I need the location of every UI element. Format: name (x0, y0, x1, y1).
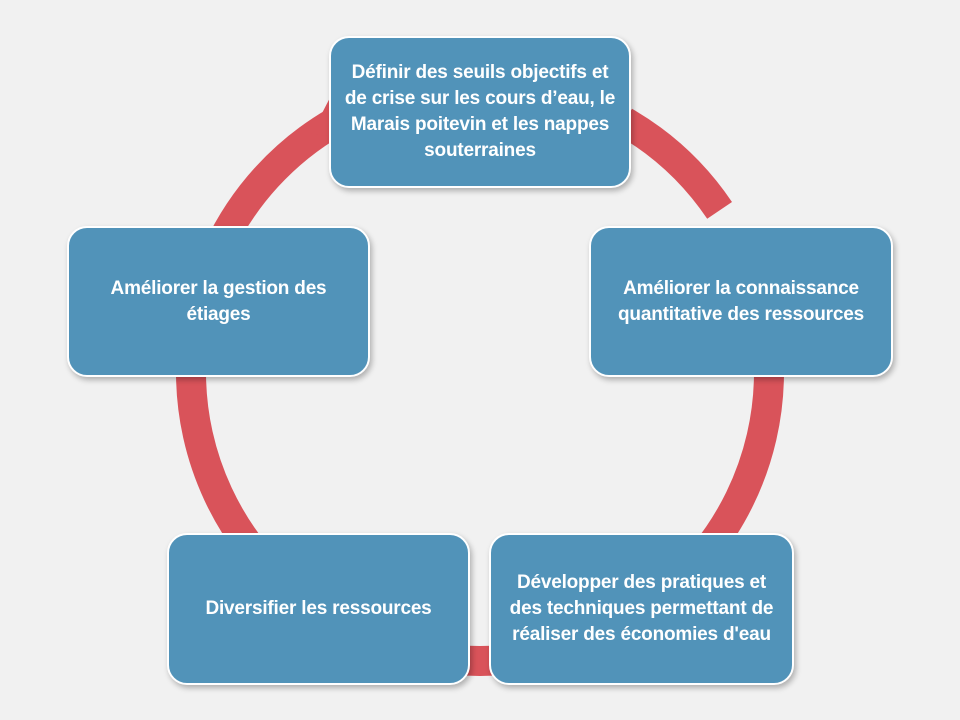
cycle-arc-2-3 (648, 372, 784, 612)
cycle-step-label: Améliorer la gestion des étiages (110, 277, 327, 325)
cycle-step-define-thresholds: Définir des seuils objectifs et de crise… (329, 36, 631, 188)
cycle-arc-1-2 (617, 108, 732, 219)
cycle-step-label: Définir des seuils objectifs et de crise… (344, 62, 616, 161)
cycle-step-label: Développer des pratiques et des techniqu… (509, 572, 774, 645)
cycle-step-water-saving-practices: Développer des pratiques et des techniqu… (489, 533, 794, 685)
cycle-step-label: Améliorer la connaissance quantitative d… (618, 277, 864, 325)
cycle-step-improve-knowledge: Améliorer la connaissance quantitative d… (589, 226, 893, 377)
cycle-step-low-water-management: Améliorer la gestion des étiages (67, 226, 370, 377)
cycle-step-label: Diversifier les ressources (205, 598, 432, 619)
cycle-arc-4-5 (175, 372, 304, 605)
cycle-arc-5-1 (204, 108, 343, 257)
cycle-step-diversify-resources: Diversifier les ressources (167, 533, 470, 685)
